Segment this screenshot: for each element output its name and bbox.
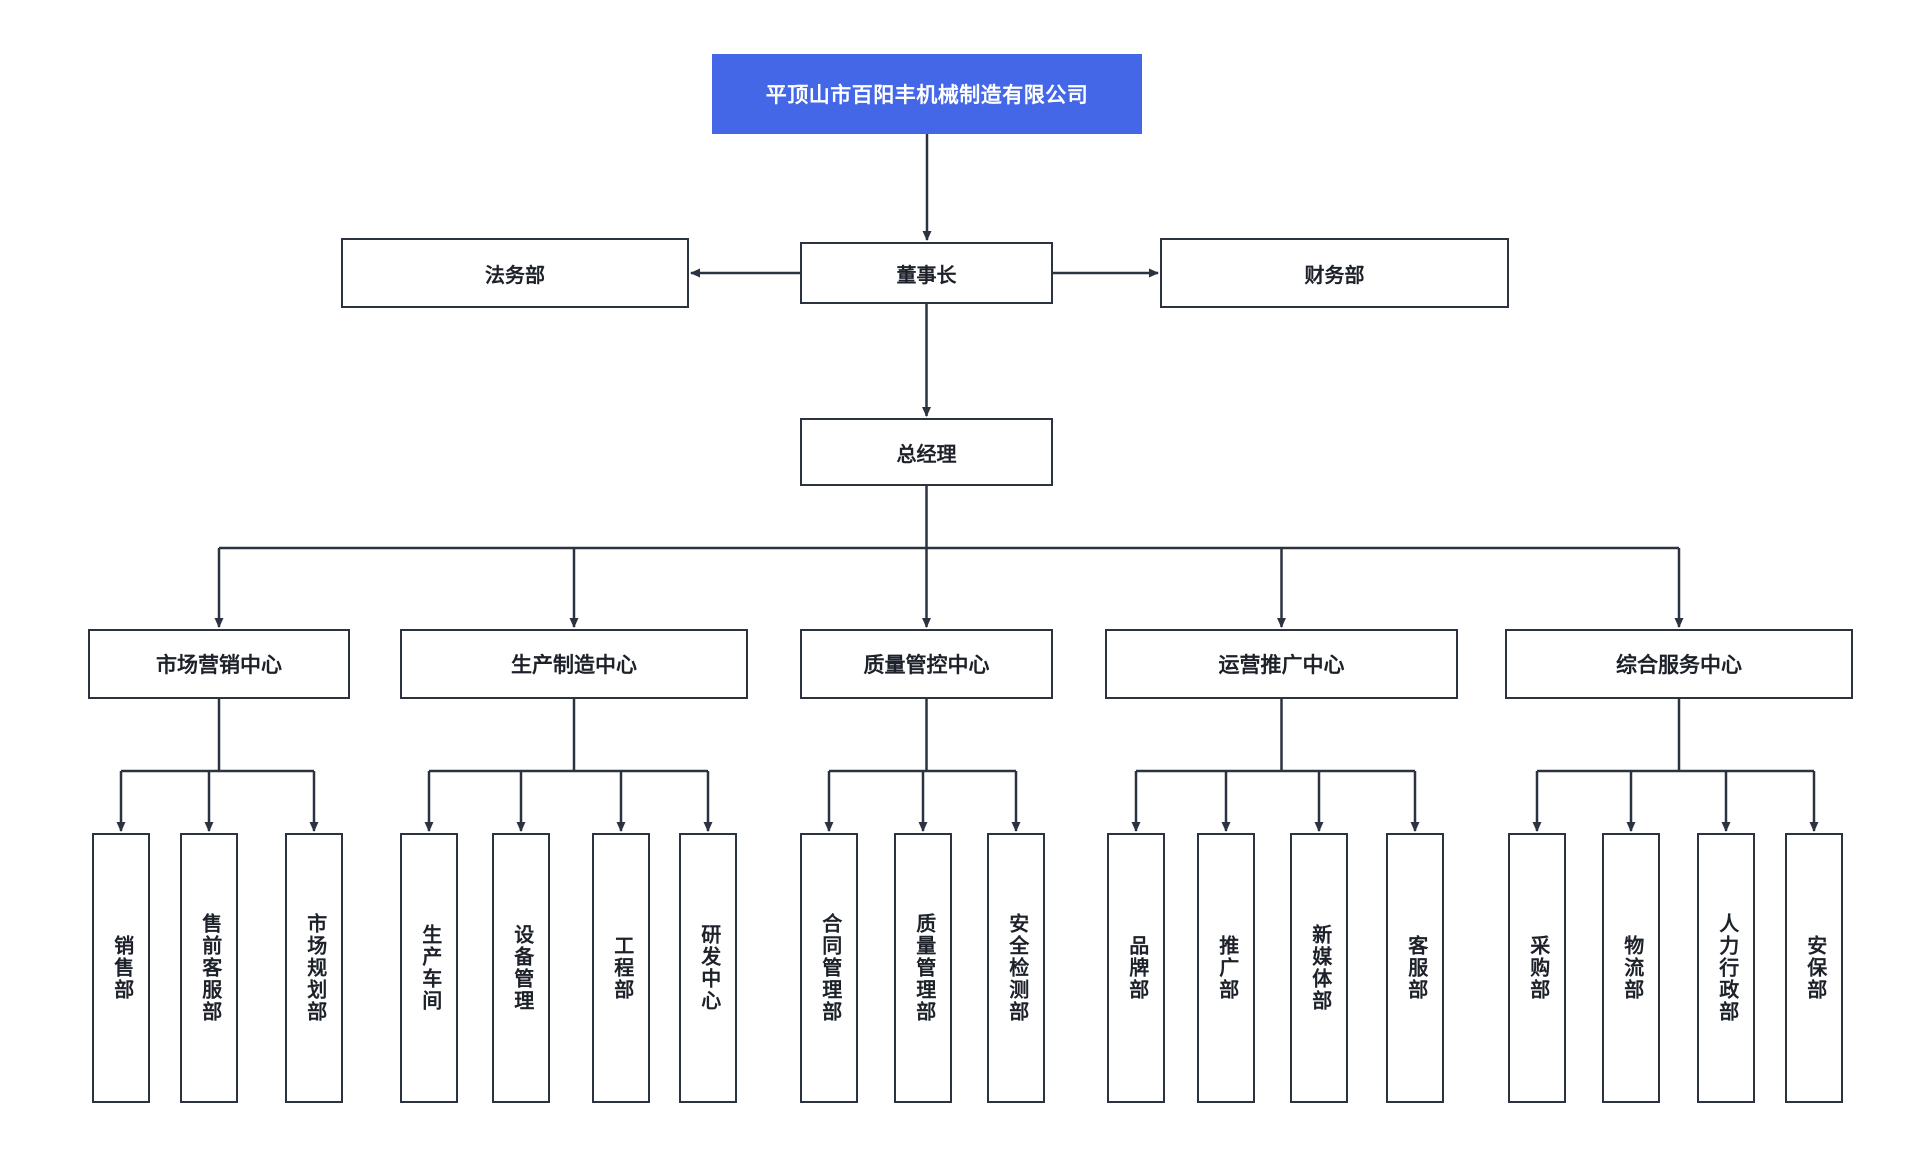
node-procurement-dept-label: 采购部 <box>1526 935 1549 1001</box>
node-general-services-center-label: 综合服务中心 <box>1616 654 1742 677</box>
node-new-media-dept-label: 新媒体部 <box>1308 924 1331 1012</box>
node-safety-inspection-dept[interactable]: 安全检测部 <box>987 833 1045 1103</box>
node-marketing-center-label: 市场营销中心 <box>156 654 282 677</box>
node-security-dept-label: 安保部 <box>1803 935 1826 1001</box>
node-company-label: 平顶山市百阳丰机械制造有限公司 <box>765 84 1089 107</box>
node-engineering-dept-label: 工程部 <box>610 935 633 1001</box>
node-quality-center[interactable]: 质量管控中心 <box>800 629 1053 699</box>
node-general-manager[interactable]: 总经理 <box>800 418 1053 486</box>
node-customer-service-dept-label: 客服部 <box>1404 935 1427 1001</box>
node-hr-admin-dept[interactable]: 人力行政部 <box>1697 833 1755 1103</box>
node-brand-dept[interactable]: 品牌部 <box>1107 833 1165 1103</box>
node-legal[interactable]: 法务部 <box>341 238 689 308</box>
node-market-planning-dept[interactable]: 市场规划部 <box>285 833 343 1103</box>
node-manufacturing-center-label: 生产制造中心 <box>511 654 637 677</box>
node-logistics-dept[interactable]: 物流部 <box>1602 833 1660 1103</box>
node-equipment-management[interactable]: 设备管理 <box>492 833 550 1103</box>
node-customer-service-dept[interactable]: 客服部 <box>1386 833 1444 1103</box>
node-brand-dept-label: 品牌部 <box>1125 935 1148 1001</box>
node-chairman-label: 董事长 <box>896 264 957 287</box>
node-sales-dept-label: 销售部 <box>110 935 133 1001</box>
node-finance[interactable]: 财务部 <box>1160 238 1509 308</box>
node-company[interactable]: 平顶山市百阳丰机械制造有限公司 <box>712 54 1142 134</box>
node-quality-center-label: 质量管控中心 <box>863 654 990 677</box>
node-legal-label: 法务部 <box>485 264 545 287</box>
node-operations-center-label: 运营推广中心 <box>1218 654 1345 677</box>
node-engineering-dept[interactable]: 工程部 <box>592 833 650 1103</box>
node-logistics-dept-label: 物流部 <box>1620 935 1643 1001</box>
node-security-dept[interactable]: 安保部 <box>1785 833 1843 1103</box>
node-quality-management-dept-label: 质量管理部 <box>912 913 935 1023</box>
node-new-media-dept[interactable]: 新媒体部 <box>1290 833 1348 1103</box>
node-rd-center[interactable]: 研发中心 <box>679 833 737 1103</box>
node-promotion-dept[interactable]: 推广部 <box>1197 833 1255 1103</box>
node-production-workshop[interactable]: 生产车间 <box>400 833 458 1103</box>
node-production-workshop-label: 生产车间 <box>418 924 441 1012</box>
node-quality-management-dept[interactable]: 质量管理部 <box>894 833 952 1103</box>
node-presale-service-dept[interactable]: 售前客服部 <box>180 833 238 1103</box>
node-hr-admin-dept-label: 人力行政部 <box>1715 913 1738 1023</box>
node-general-manager-label: 总经理 <box>896 443 957 466</box>
node-safety-inspection-dept-label: 安全检测部 <box>1005 913 1028 1023</box>
node-market-planning-dept-label: 市场规划部 <box>303 913 326 1023</box>
node-manufacturing-center[interactable]: 生产制造中心 <box>400 629 748 699</box>
node-presale-service-dept-label: 售前客服部 <box>198 913 221 1023</box>
node-rd-center-label: 研发中心 <box>697 924 720 1012</box>
node-contract-management-dept[interactable]: 合同管理部 <box>800 833 858 1103</box>
node-chairman[interactable]: 董事长 <box>800 242 1053 304</box>
node-finance-label: 财务部 <box>1304 264 1365 287</box>
node-equipment-management-label: 设备管理 <box>510 924 533 1012</box>
node-promotion-dept-label: 推广部 <box>1215 935 1238 1001</box>
node-general-services-center[interactable]: 综合服务中心 <box>1505 629 1853 699</box>
node-marketing-center[interactable]: 市场营销中心 <box>88 629 350 699</box>
node-sales-dept[interactable]: 销售部 <box>92 833 150 1103</box>
node-operations-center[interactable]: 运营推广中心 <box>1105 629 1458 699</box>
node-procurement-dept[interactable]: 采购部 <box>1508 833 1566 1103</box>
node-contract-management-dept-label: 合同管理部 <box>818 913 841 1023</box>
